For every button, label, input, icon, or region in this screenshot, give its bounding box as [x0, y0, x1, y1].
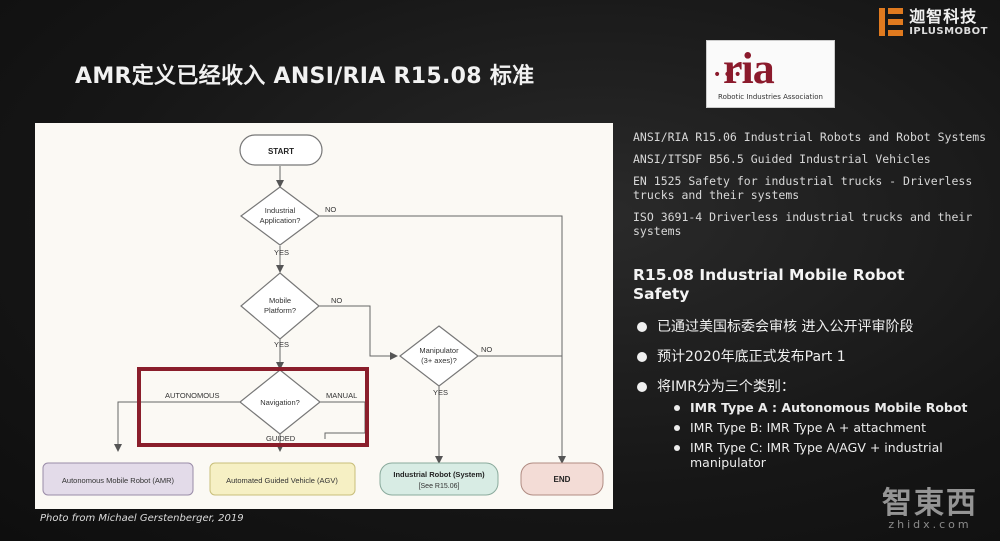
sub-bullet-dot-icon	[674, 405, 680, 411]
q2-label-line2: Platform?	[264, 306, 296, 315]
bullet-item: 已通过美国标委会审核 进入公开评审阶段	[637, 316, 913, 336]
bullet-item: 预计2020年底正式发布Part 1	[637, 346, 846, 366]
flowchart-panel: START Industrial Application? NO YES Mob…	[35, 123, 613, 509]
decision-navigation	[239, 369, 321, 435]
bullet-dot-icon	[637, 352, 647, 362]
section-heading: R15.08 Industrial Mobile Robot Safety	[633, 266, 905, 303]
outcome-amr-label: Autonomous Mobile Robot (AMR)	[62, 476, 175, 485]
watermark: 智東西 zhidx.com	[882, 478, 978, 531]
imr-type-text: IMR Type A : Autonomous Mobile Robot	[690, 400, 968, 415]
ria-dots-icon: •••	[713, 67, 744, 83]
watermark-en: zhidx.com	[888, 518, 972, 531]
brand-mark-icon	[879, 8, 904, 37]
imr-type-item: IMR Type A : Autonomous Mobile Robot	[674, 400, 1000, 415]
standard-item: EN 1525 Safety for industrial trucks - D…	[633, 174, 973, 202]
ria-logo-word: ria	[723, 44, 775, 93]
decision-manipulator	[399, 325, 479, 387]
standard-item: ANSI/RIA R15.06 Industrial Robots and Ro…	[633, 130, 987, 144]
standards-list: ANSI/RIA R15.06 Industrial Robots and Ro…	[633, 130, 993, 246]
q2-yes-label: YES	[274, 340, 289, 349]
brand-name-cn: 迦智科技	[909, 7, 978, 26]
bullet-dot-icon	[637, 322, 647, 332]
sub-bullet-dot-icon	[674, 445, 680, 451]
outcome-ir-title: Industrial Robot (System)	[393, 470, 485, 479]
decision-industrial-application	[239, 186, 321, 246]
manual-label: MANUAL	[326, 391, 357, 400]
standard-item: ANSI/ITSDF B56.5 Guided Industrial Vehic…	[633, 152, 931, 166]
q2-label-line1: Mobile	[269, 296, 291, 305]
connector-q1-end	[318, 215, 566, 464]
outcome-agv	[209, 462, 356, 496]
q4-yes-label: YES	[433, 388, 448, 397]
photo-caption: Photo from Michael Gerstenberger, 2019	[40, 513, 244, 524]
q4-no-label: NO	[481, 345, 492, 354]
connector-q3-amr	[114, 401, 240, 452]
slide-title: AMR定义已经收入 ANSI/RIA R15.08 标准	[75, 64, 535, 89]
q2-no-label: NO	[331, 296, 342, 305]
outcome-industrial-robot	[379, 462, 499, 496]
imr-type-text: IMR Type B: IMR Type A + attachment	[690, 420, 926, 435]
connector-q3-manual	[320, 401, 366, 439]
imr-type-item: IMR Type C: IMR Type A/AGV + industrial …	[674, 440, 989, 470]
q1-label-line2: Application?	[260, 216, 301, 225]
q1-label-line1: Industrial	[265, 206, 296, 215]
autonomous-label: AUTONOMOUS	[165, 391, 219, 400]
outcome-ir-sub: [See R15.06]	[419, 483, 460, 490]
q1-yes-label: YES	[274, 248, 289, 257]
watermark-cn: 智東西	[882, 486, 978, 521]
bullet-dot-icon	[637, 382, 647, 392]
ria-logo-tagline: Robotic Industries Association	[718, 93, 823, 101]
connector-q2-q4	[318, 305, 398, 360]
decision-mobile-platform	[240, 272, 320, 340]
q4-label-line1: Manipulator	[419, 346, 459, 355]
brand-name-en: IPLUSMOBOT	[909, 25, 988, 37]
sub-bullet-dot-icon	[674, 425, 680, 431]
start-label: START	[268, 147, 294, 156]
start-node	[239, 134, 323, 166]
q3-label: Navigation?	[260, 398, 300, 407]
outcome-end	[520, 462, 604, 496]
q4-label-line2: (3+ axes)?	[421, 356, 457, 365]
bullet-text: 已通过美国标委会审核 进入公开评审阶段	[657, 319, 914, 335]
brand-logo: 迦智科技 IPLUSMOBOT	[879, 8, 988, 37]
outcome-amr	[42, 462, 194, 496]
bullet-item: 将IMR分为三个类别：	[637, 376, 795, 396]
bullet-text: 预计2020年底正式发布Part 1	[657, 349, 846, 365]
navigation-highlight-box	[137, 367, 369, 447]
imr-type-item: IMR Type B: IMR Type A + attachment	[674, 420, 1000, 435]
standard-item: ISO 3691-4 Driverless industrial trucks …	[633, 210, 973, 238]
flowchart-diagram: START Industrial Application? NO YES Mob…	[42, 134, 604, 496]
end-label: END	[554, 475, 571, 484]
guided-label: GUIDED	[266, 434, 296, 443]
outcome-agv-label: Automated Guided Vehicle (AGV)	[226, 476, 338, 485]
ria-logo: ••• ria Robotic Industries Association	[706, 40, 835, 108]
imr-type-text: IMR Type C: IMR Type A/AGV + industrial …	[690, 440, 943, 470]
q1-no-label: NO	[325, 205, 336, 214]
bullet-text: 将IMR分为三个类别：	[657, 379, 795, 395]
